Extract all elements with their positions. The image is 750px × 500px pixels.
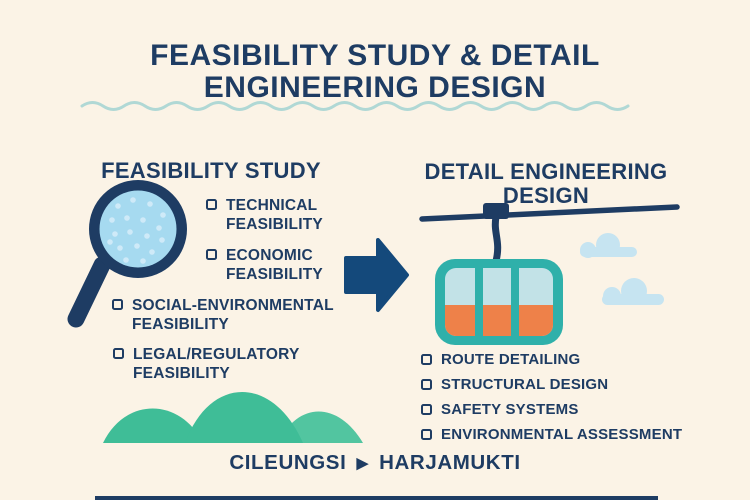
wavy-divider-icon <box>80 101 630 111</box>
cable-car-icon <box>419 203 680 345</box>
bottom-accent-line <box>95 496 658 500</box>
hills-icon <box>103 392 363 443</box>
check-label: SOCIAL-ENVIRONMENTAL FEASIBILITY <box>132 297 334 333</box>
page-title: FEASIBILITY STUDY & DETAIL ENGINEERING D… <box>150 39 600 105</box>
hill-right <box>278 411 363 443</box>
cable-line <box>419 204 680 222</box>
detail-engineering-checklist: ROUTE DETAILING STRUCTURAL DESIGN SAFETY… <box>421 351 682 443</box>
cloud-icon <box>580 233 637 258</box>
magnifier-lens <box>99 190 177 268</box>
check-label: STRUCTURAL DESIGN <box>441 376 609 393</box>
route-to: HARJAMUKTI <box>379 451 521 474</box>
magnifying-glass-icon <box>67 180 187 328</box>
cabin-hanger-arm <box>491 213 502 265</box>
feasibility-item-social-environmental: SOCIAL-ENVIRONMENTAL FEASIBILITY <box>112 296 334 334</box>
ded-item-environmental-assessment: ENVIRONMENTAL ASSESSMENT <box>421 426 682 443</box>
checkbox-icon <box>421 379 432 390</box>
cabin-divider <box>511 268 519 336</box>
check-label: SAFETY SYSTEMS <box>441 401 579 418</box>
ded-item-route-detailing: ROUTE DETAILING <box>421 351 682 368</box>
check-label: LEGAL/REGULATORY FEASIBILITY <box>133 346 300 382</box>
checkbox-icon <box>421 354 432 365</box>
route-arrow-icon: ▶ <box>356 455 369 472</box>
cloud-icon <box>602 278 664 305</box>
right-arrow-icon <box>344 238 409 312</box>
cable-clamp <box>483 203 509 219</box>
checkbox-icon <box>113 348 124 359</box>
detail-engineering-design-heading: DETAIL ENGINEERING DESIGN <box>424 159 668 209</box>
feasibility-study-heading: FEASIBILITY STUDY <box>101 158 321 184</box>
checkbox-icon <box>421 404 432 415</box>
cabin-lower-panel <box>445 305 553 336</box>
feasibility-item-technical: TECHNICAL FEASIBILITY <box>206 196 323 234</box>
check-label: TECHNICAL FEASIBILITY <box>226 197 323 233</box>
route-from: CILEUNGSI <box>229 451 347 474</box>
check-label: ECONOMIC FEASIBILITY <box>226 247 323 283</box>
ded-item-safety-systems: SAFETY SYSTEMS <box>421 401 682 418</box>
cabin-divider <box>475 268 483 336</box>
ded-item-structural-design: STRUCTURAL DESIGN <box>421 376 682 393</box>
feasibility-item-economic: ECONOMIC FEASIBILITY <box>206 246 323 284</box>
checkbox-icon <box>206 249 217 260</box>
checkbox-icon <box>206 199 217 210</box>
check-label: ROUTE DETAILING <box>441 351 581 368</box>
hill-left <box>103 408 203 443</box>
feasibility-item-legal-regulatory: LEGAL/REGULATORY FEASIBILITY <box>113 345 300 383</box>
route-label: CILEUNGSI ▶ HARJAMUKTI <box>0 451 750 475</box>
checkbox-icon <box>421 429 432 440</box>
lens-speckles <box>107 197 166 264</box>
hill-center <box>185 392 303 443</box>
checkbox-icon <box>112 299 123 310</box>
check-label: ENVIRONMENTAL ASSESSMENT <box>441 426 683 443</box>
magnifier-handle <box>67 256 111 328</box>
